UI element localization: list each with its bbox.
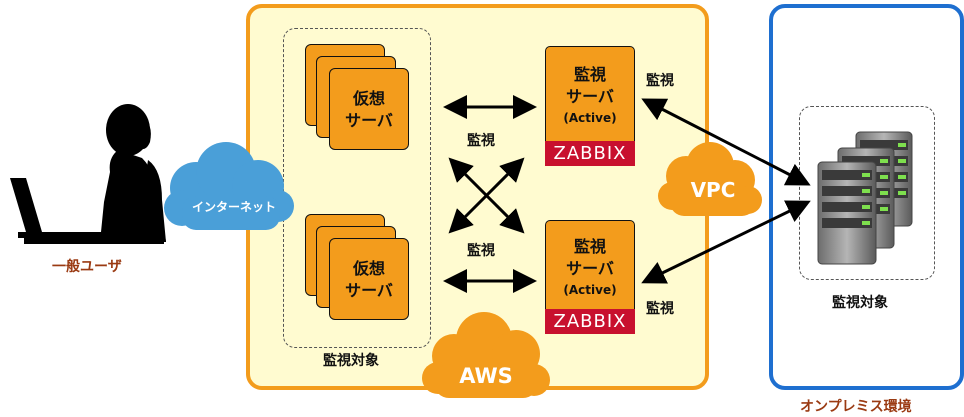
aws-arrows: [443, 95, 811, 293]
arrow-onprem-bottom: [641, 200, 811, 284]
user-label: 一般ユーザ: [52, 259, 122, 275]
onprem-arrow-label-top: 監視: [646, 73, 674, 89]
aws-cloud-icon: [422, 312, 550, 398]
vpc-label: VPC: [690, 178, 736, 202]
zabbix-card: [545, 46, 635, 158]
zabbix-badge: ZABBIX: [545, 309, 635, 334]
zabbix-line1: 監視: [573, 237, 606, 256]
onprem-arrow-label-bottom: 監視: [646, 301, 674, 317]
virtual-server-line2: サーバ: [345, 281, 393, 300]
arrow-label-bottom: 監視: [467, 243, 495, 259]
vcard-front: [329, 68, 409, 150]
onprem-target-label: 監視対象: [832, 295, 888, 311]
physical-servers-icon: [817, 131, 913, 265]
zabbix-mode: (Active): [563, 111, 617, 125]
onprem-monitor-target-group: [799, 106, 935, 280]
onprem-label: オンプレミス環境: [800, 399, 912, 415]
virtual-server-line1: 仮想: [352, 259, 385, 278]
monitor-group-label: 監視対象: [323, 353, 379, 369]
arrow-label-top: 監視: [467, 133, 495, 149]
user-icon: [10, 104, 166, 244]
zabbix-line1: 監視: [573, 65, 606, 84]
internet-label: インターネット: [191, 200, 276, 214]
server-rack-front: [817, 161, 877, 265]
internet-cloud-icon: [164, 142, 294, 230]
zabbix-badge: ZABBIX: [545, 141, 635, 166]
zabbix-mode: (Active): [563, 283, 617, 297]
arrow-cross-2: [448, 157, 525, 234]
virtual-server-line2: サーバ: [345, 111, 393, 130]
arrow-onprem-top: [641, 98, 811, 186]
vcard-front: [329, 238, 409, 320]
zabbix-line2: サーバ: [566, 259, 614, 278]
virtual-server-line1: 仮想: [352, 89, 385, 108]
zabbix-line2: サーバ: [566, 87, 614, 106]
aws-label: AWS: [459, 364, 513, 388]
